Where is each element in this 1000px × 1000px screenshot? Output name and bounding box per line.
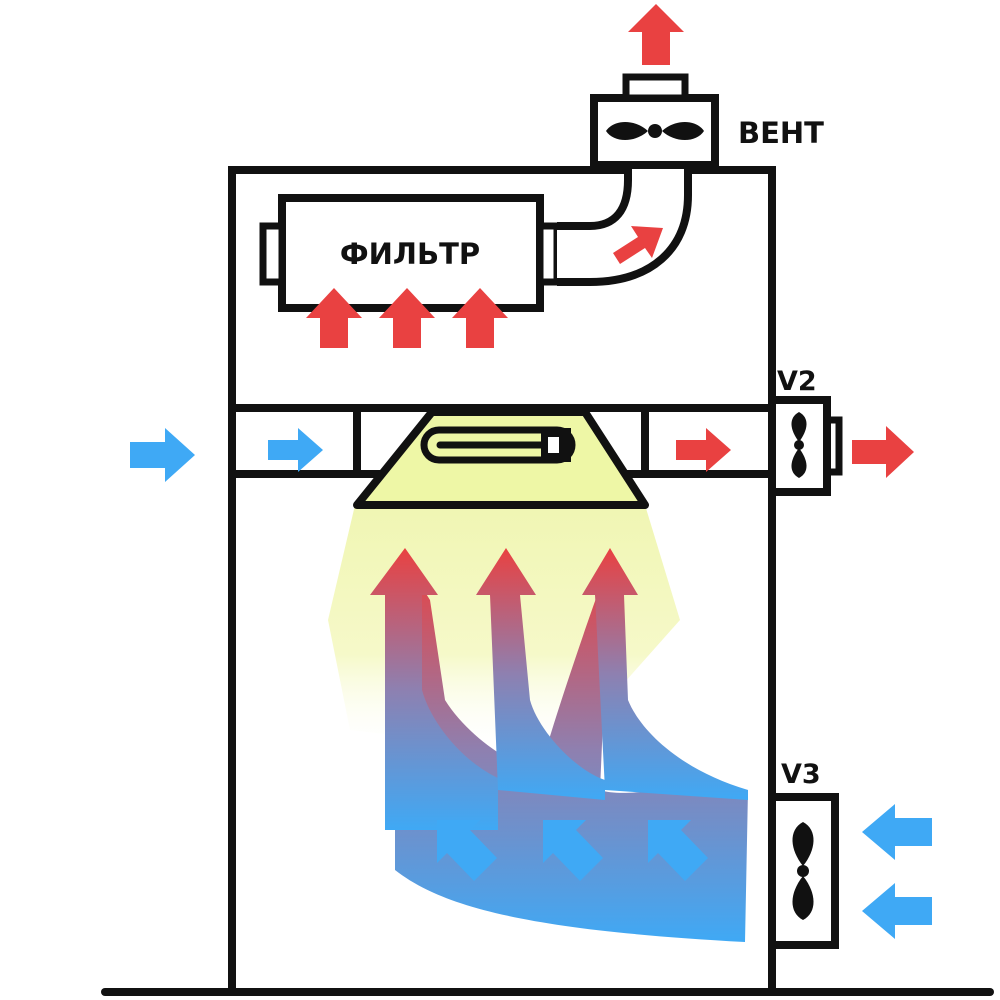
filter-unit [259, 194, 561, 312]
hot-arrow-duct-right [676, 428, 731, 472]
cold-arrow-v3-top [862, 804, 932, 860]
hot-arrow-filter-3 [452, 288, 508, 348]
valve-v3-propeller-icon [792, 822, 814, 920]
cold-arrow-diagonal-2 [543, 820, 603, 881]
valve-v2-label: V2 [777, 366, 817, 397]
cold-arrow-v3-bottom [862, 883, 932, 939]
hot-arrow-exhaust [628, 4, 684, 65]
hot-air-filter-arrows [306, 288, 508, 348]
valve-v3 [768, 793, 839, 949]
valve-v3-label: V3 [781, 759, 821, 790]
rising-arrow-3 [582, 548, 748, 800]
valve-v2-propeller-icon [791, 412, 807, 478]
rising-arrow-1 [370, 548, 498, 830]
cold-arrow-diagonal-3 [648, 820, 708, 881]
hot-arrow-in-pipe [613, 226, 663, 264]
cold-air-v3-arrows [862, 804, 932, 939]
rising-air-arrows [370, 548, 748, 830]
hot-arrow-filter-1 [306, 288, 362, 348]
exhaust-pipe [557, 161, 692, 286]
cold-arrow-outside-left [130, 428, 195, 482]
cold-air-diagonal-arrows [437, 820, 708, 881]
cold-arrow-diagonal-1 [437, 820, 497, 881]
uv-lamp-icon [420, 426, 576, 464]
cold-air-inlet-arrows [130, 428, 323, 482]
fan-blades-icon [606, 122, 704, 140]
fan-label: ВЕНТ [738, 116, 824, 150]
cabinet-body [228, 166, 776, 996]
fan-unit [590, 73, 719, 169]
hot-arrow-outside-right [852, 426, 914, 478]
hot-air-outlet-arrows [676, 426, 914, 478]
cold-arrow-duct-left [268, 428, 323, 472]
valve-v2 [768, 396, 843, 496]
rising-arrow-2 [476, 548, 605, 800]
hot-arrow-filter-2 [379, 288, 435, 348]
filter-label: ФИЛЬТР [340, 237, 480, 271]
